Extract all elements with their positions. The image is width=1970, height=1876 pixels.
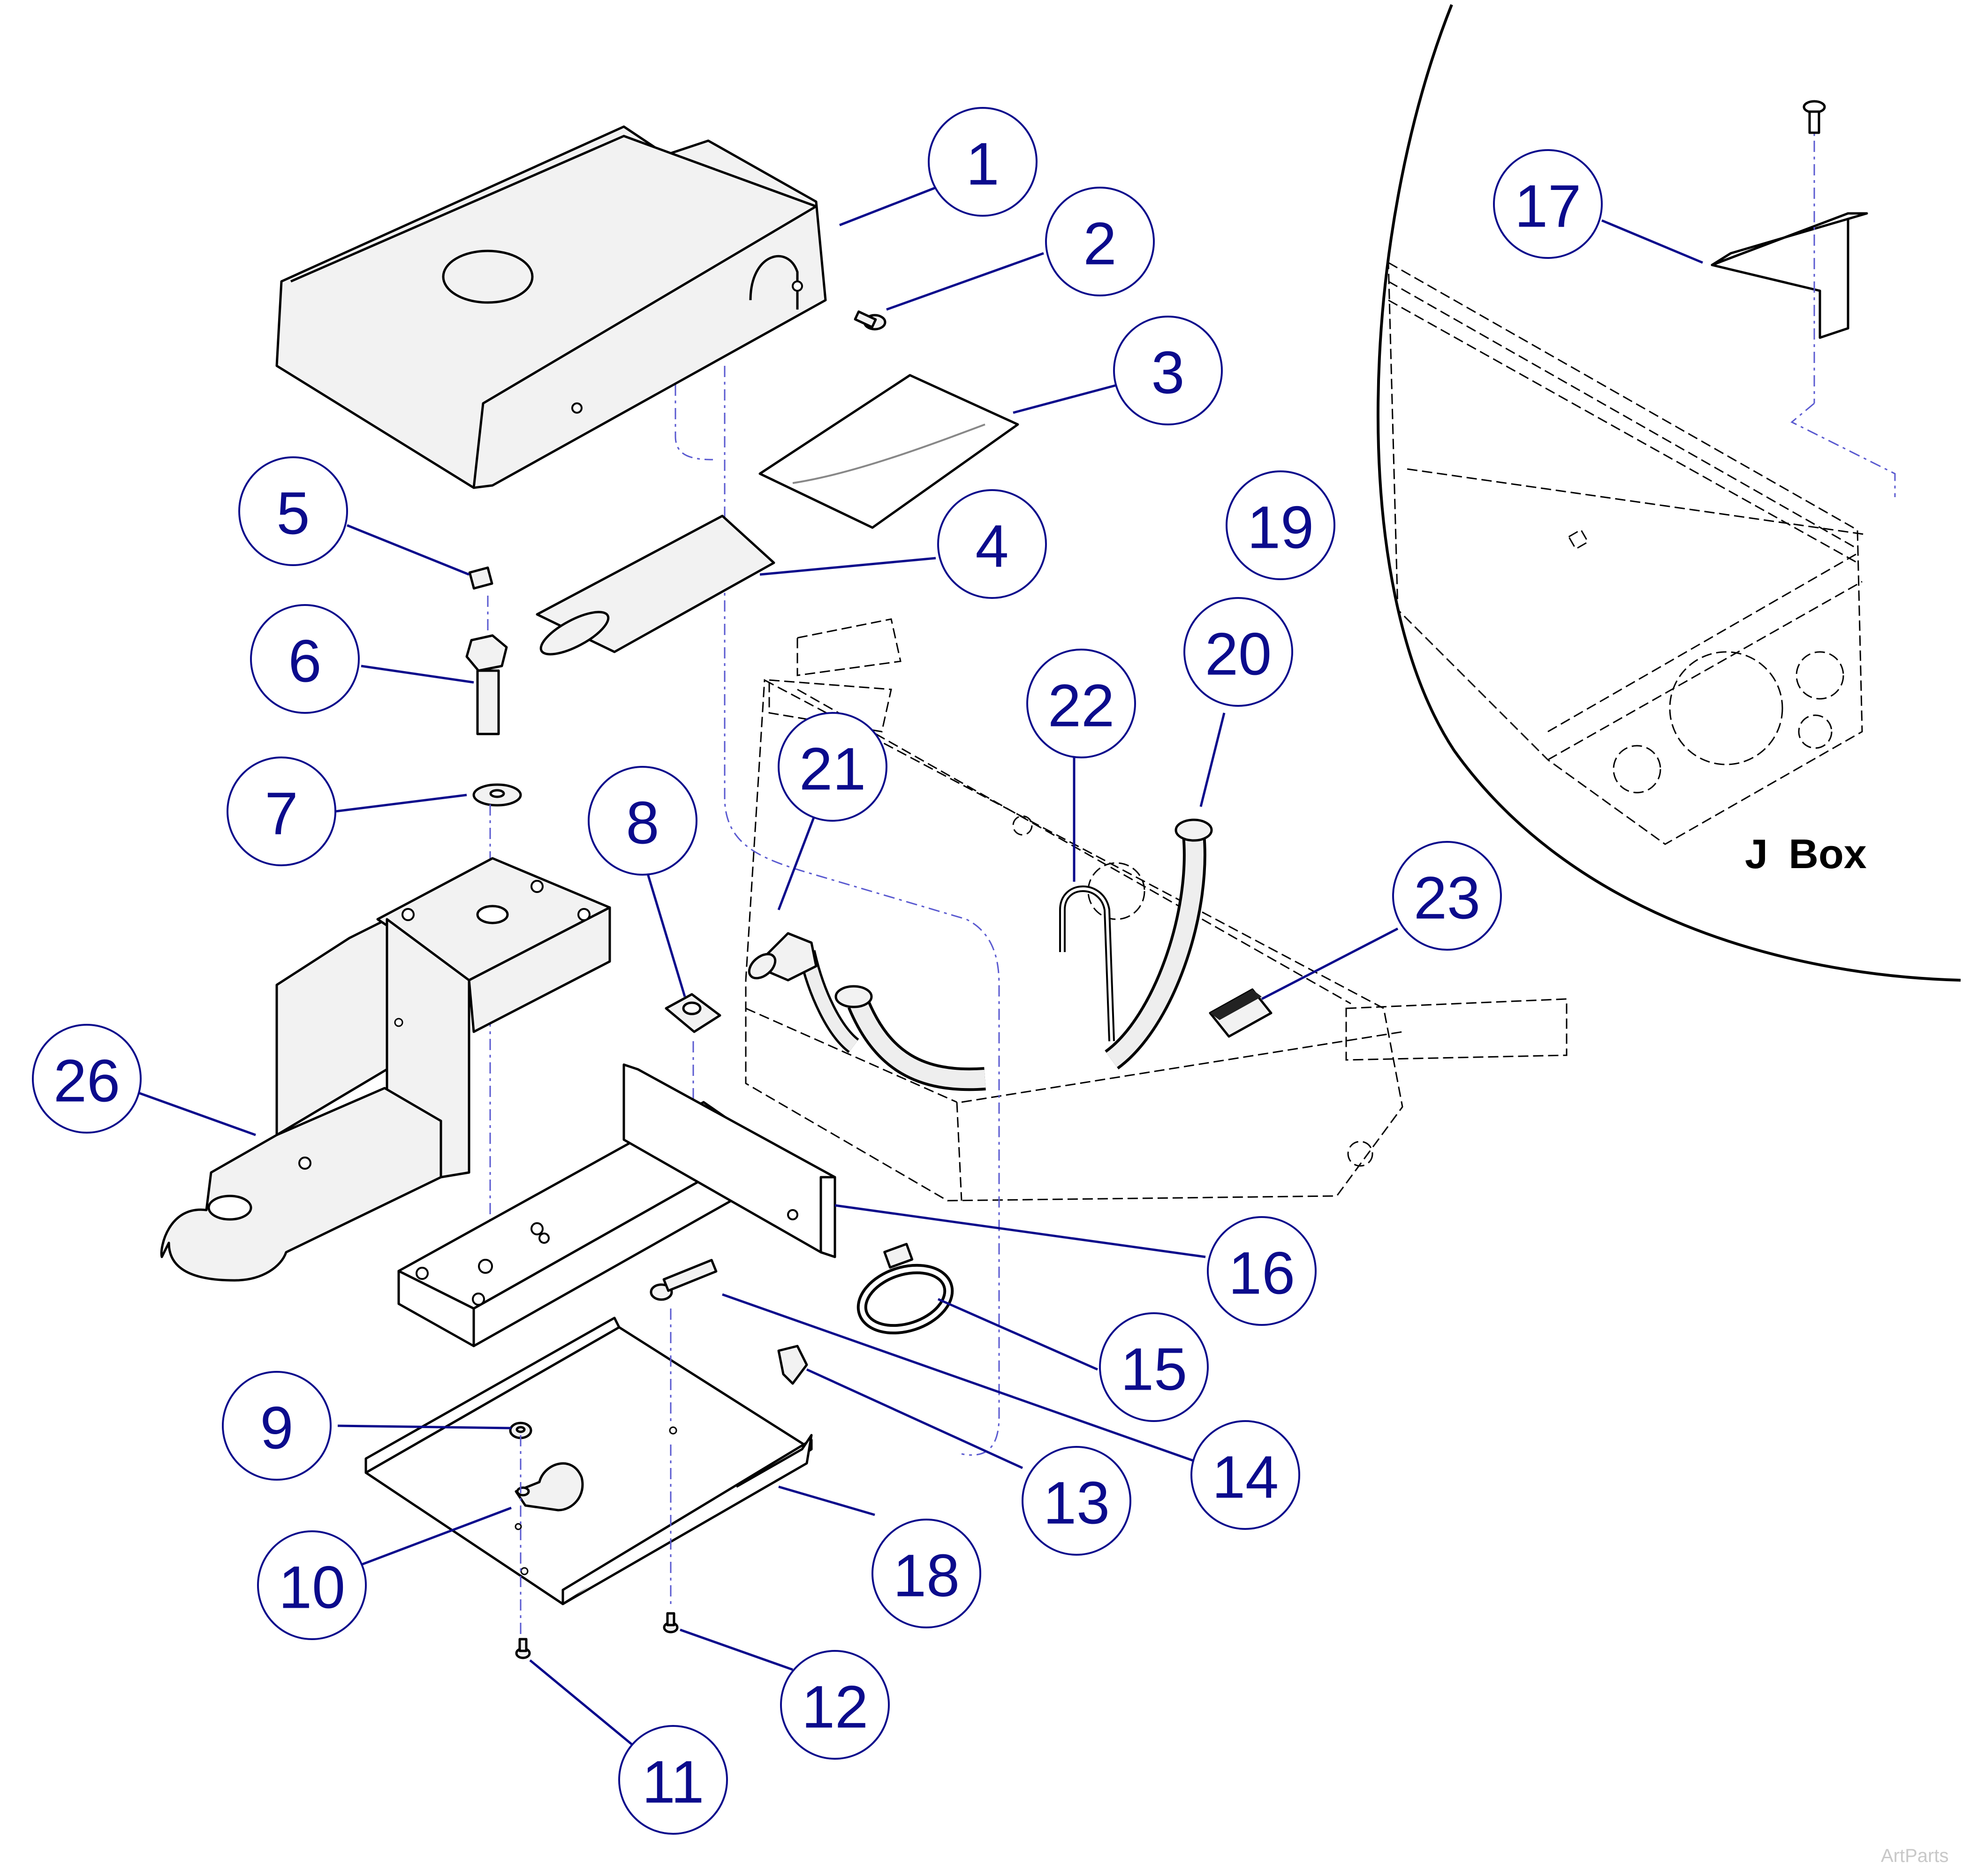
callout-14-label: 14 <box>1212 1444 1279 1511</box>
square-nut-part <box>468 566 493 590</box>
callout-10: 10 <box>257 1530 367 1640</box>
hose-part <box>834 818 1213 1091</box>
callout-21-label: 21 <box>799 736 866 803</box>
hex-bolt-part <box>465 596 508 735</box>
hose-clamp-part <box>856 1242 954 1335</box>
callout-2: 2 <box>1045 187 1155 296</box>
callout-5: 5 <box>238 456 348 566</box>
callout-11: 11 <box>618 1725 728 1835</box>
clip-nut-part <box>777 1345 808 1385</box>
callout-2-label: 2 <box>1083 211 1116 278</box>
callout-9: 9 <box>222 1371 332 1481</box>
callout-1: 1 <box>928 107 1038 217</box>
callout-16-label: 16 <box>1228 1240 1295 1307</box>
callout-21: 21 <box>778 712 887 822</box>
callout-18: 18 <box>871 1519 981 1628</box>
callout-18-label: 18 <box>893 1543 960 1610</box>
bottom-screw-12-part <box>663 1612 679 1634</box>
callout-9-label: 9 <box>260 1395 293 1462</box>
callout-15: 15 <box>1099 1312 1209 1422</box>
callout-26: 26 <box>32 1024 142 1134</box>
jbox-detail-boundary <box>1377 4 1961 982</box>
callout-12: 12 <box>780 1650 890 1760</box>
socket-screw-part <box>650 1259 718 1301</box>
jbox-housing-ghost <box>1387 261 1867 845</box>
cover-centerline <box>674 220 713 461</box>
callout-14: 14 <box>1190 1420 1300 1530</box>
callout-15-label: 15 <box>1121 1336 1187 1403</box>
assembly-centerline <box>724 366 1000 1456</box>
callout-7: 7 <box>227 756 336 866</box>
sleeve-part <box>536 514 775 656</box>
washer-part <box>472 783 522 807</box>
callout-17-label: 17 <box>1515 173 1581 240</box>
callout-19-label: 19 <box>1247 494 1314 561</box>
jbox-detail-label: J Box <box>1745 831 1867 877</box>
callout-4: 4 <box>937 489 1047 599</box>
callout-20-label: 20 <box>1205 621 1272 688</box>
callout-20: 20 <box>1183 597 1293 707</box>
mount-bracket-part <box>160 857 611 1282</box>
callout-1-label: 1 <box>966 131 999 198</box>
callout-26-label: 26 <box>53 1048 120 1115</box>
callout-23-label: 23 <box>1414 865 1480 932</box>
callout-10-label: 10 <box>279 1554 345 1621</box>
callout-19: 19 <box>1226 470 1335 580</box>
tube-part <box>1209 988 1273 1038</box>
callout-13: 13 <box>1022 1446 1131 1556</box>
callout-13-label: 13 <box>1043 1470 1110 1537</box>
elbow-fitting-part <box>748 932 860 1053</box>
callout-6-label: 6 <box>288 628 321 695</box>
callout-8: 8 <box>588 766 697 876</box>
callout-22: 22 <box>1026 649 1136 758</box>
callout-5-label: 5 <box>276 480 310 547</box>
callout-22-label: 22 <box>1048 673 1114 740</box>
jbox-screw-part <box>1803 100 1826 134</box>
bottom-screw-11-part <box>515 1638 531 1659</box>
callout-11-label: 11 <box>642 1749 705 1816</box>
cover-screw-part <box>854 310 886 331</box>
callout-12-label: 12 <box>802 1674 868 1741</box>
callout-17: 17 <box>1493 149 1603 259</box>
callout-23: 23 <box>1392 841 1502 951</box>
watermark: ArtParts <box>1881 1846 1949 1866</box>
cable-clamp-part <box>515 1462 584 1512</box>
callout-8-label: 8 <box>626 790 659 857</box>
mount-plate-part <box>397 1063 836 1347</box>
callout-4-label: 4 <box>975 513 1008 580</box>
callout-7-label: 7 <box>265 780 298 847</box>
leader-lines <box>138 186 1703 1750</box>
label-pad-part <box>758 374 1019 529</box>
u-bolt-part <box>1059 885 1115 1042</box>
callout-6: 6 <box>250 604 360 714</box>
jbox-bracket-part <box>1711 117 1896 497</box>
bottom-tray-part <box>364 1316 813 1605</box>
callout-3-label: 3 <box>1151 340 1184 407</box>
callout-16: 16 <box>1207 1216 1317 1326</box>
callout-3: 3 <box>1113 316 1223 425</box>
cover-part <box>275 125 827 489</box>
